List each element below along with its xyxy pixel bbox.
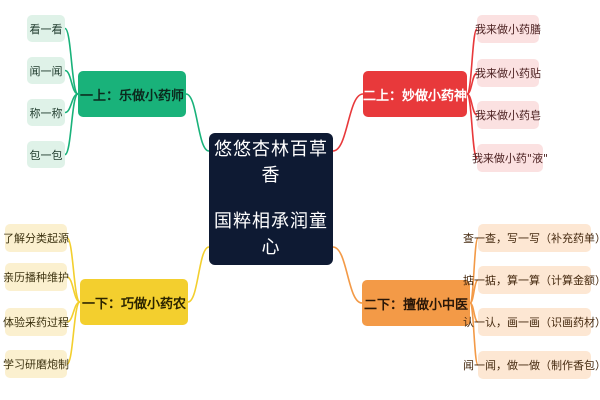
connector-tl-leaf-1 — [64, 27, 79, 95]
leaf-bottom-right-1: 查一查，写一写（补充药单） — [463, 224, 600, 252]
connector-tl-leaf-4 — [64, 93, 79, 156]
leaf-bottom-right-3: 认一认，画一画（识画药材） — [463, 308, 600, 336]
connector-tl-leaf-2 — [64, 69, 79, 95]
connector-tr-leaf-4 — [466, 93, 478, 159]
leaf-top-left-3: 称一称 — [27, 99, 65, 126]
connector-center-tl — [185, 93, 210, 152]
leaf-bottom-left-2: 亲历播种维护 — [3, 263, 69, 291]
leaf-top-right-1: 我来做小药膳 — [475, 15, 541, 43]
connector-br-leaf-2 — [469, 279, 479, 304]
leaf-top-right-4: 我来做小药"液" — [472, 144, 548, 172]
connector-tr-leaf-1 — [466, 28, 478, 95]
leaf-top-right-2: 我来做小药贴 — [475, 59, 541, 87]
connector-tr-leaf-2 — [466, 72, 478, 95]
leaf-top-left-1: 看一看 — [27, 15, 65, 42]
branch-bottom-right: 二下：擅做小中医 — [362, 280, 470, 326]
leaf-bottom-right-4: 闻一闻，做一做（制作香包） — [463, 351, 600, 379]
connector-center-br — [332, 246, 363, 304]
leaf-top-left-2: 闻一闻 — [27, 57, 65, 84]
connector-bl-leaf-4 — [66, 301, 81, 365]
central-topic-line-1: 悠悠杏林百草香 — [214, 139, 328, 186]
central-topic: 悠悠杏林百草香 国粹相承润童心 — [209, 133, 333, 265]
branch-top-right: 二上：妙做小药神 — [363, 71, 467, 117]
branch-bottom-left: 一下：巧做小药农 — [80, 279, 188, 325]
central-topic-line-2: 国粹相承润童心 — [214, 211, 328, 258]
connector-br-leaf-4 — [469, 302, 479, 366]
connector-center-bl — [187, 246, 210, 303]
leaf-bottom-right-2: 掂一掂，算一算（计算金额） — [463, 266, 600, 294]
leaf-top-right-3: 我来做小药皂 — [475, 101, 541, 129]
connector-bl-leaf-2 — [66, 276, 81, 303]
connector-center-tr — [332, 93, 364, 152]
branch-top-left: 一上：乐做小药师 — [78, 71, 186, 117]
leaf-bottom-left-4: 学习研磨炮制 — [3, 350, 69, 378]
leaf-bottom-left-1: 了解分类起源 — [3, 224, 69, 252]
leaf-bottom-left-3: 体验采药过程 — [3, 308, 69, 336]
leaf-top-left-4: 包一包 — [27, 141, 65, 168]
